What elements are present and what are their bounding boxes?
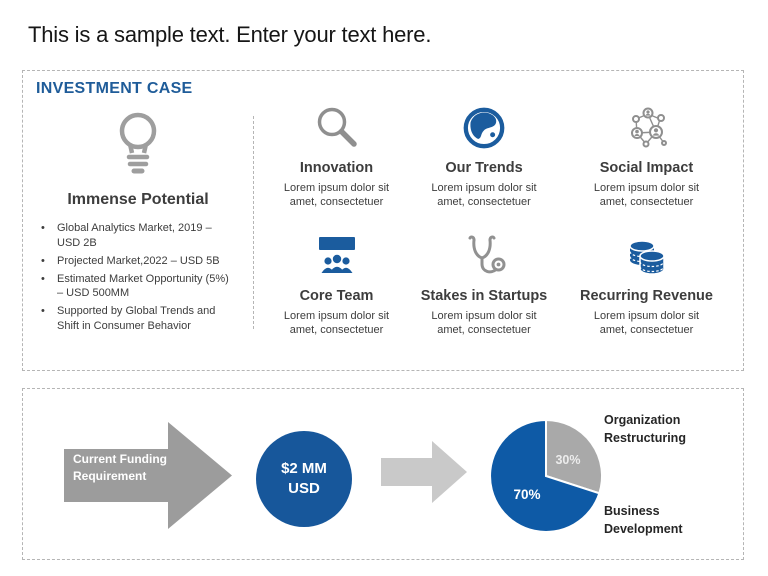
team-presentation-icon (259, 227, 414, 279)
feature-title: Stakes in Startups (420, 288, 548, 304)
bullet-item: • Global Analytics Market, 2019 – USD 2B (41, 221, 253, 251)
feature-title: Innovation (299, 160, 374, 176)
investment-case-heading: INVESTMENT CASE (36, 80, 193, 97)
pie-slice-organization-restructuring (545, 418, 604, 495)
pie-label-business-development: Business Development (604, 504, 683, 537)
bullet-text: Supported by Global Trends and Shift in … (57, 305, 216, 333)
pie-pct-blue: 70% (513, 487, 540, 502)
feature-body: Lorem ipsum dolor sit amet, consectetuer (431, 310, 537, 337)
feature-grid: Innovation Lorem ipsum dolor sit amet, c… (259, 95, 741, 351)
feature-cell-social-impact: Social Impact Lorem ipsum dolor sit amet… (554, 95, 739, 223)
pie-label-organization-restructuring: Organization Restructuring (604, 413, 686, 446)
funding-amount-line1: $2 MM (281, 459, 327, 477)
feature-title: Recurring Revenue (580, 288, 713, 304)
bullet-marker: • (41, 305, 45, 318)
globe-icon (414, 99, 554, 151)
immense-potential-column: Immense Potential • Global Analytics Mar… (23, 101, 253, 337)
coins-icon (554, 227, 739, 279)
feature-title: Core Team (299, 288, 374, 304)
bullet-item: • Projected Market,2022 – USD 5B (41, 254, 253, 269)
pie-slice-business-development (489, 418, 601, 533)
lightbulb-icon (23, 109, 253, 181)
immense-potential-title: Immense Potential (67, 191, 209, 208)
feature-body: Lorem ipsum dolor sit amet, consectetuer (431, 182, 537, 209)
network-icon (554, 99, 739, 151)
bullet-marker: • (41, 254, 45, 267)
feature-body: Lorem ipsum dolor sit amet, consectetuer (283, 310, 390, 337)
bullet-text: Estimated Market Opportunity (5%) – USD … (57, 272, 229, 300)
feature-cell-core-team: Core Team Lorem ipsum dolor sit amet, co… (259, 223, 414, 351)
magnifier-icon (259, 99, 414, 151)
slide-title: This is a sample text. Enter your text h… (28, 22, 432, 47)
feature-cell-innovation: Innovation Lorem ipsum dolor sit amet, c… (259, 95, 414, 223)
feature-title: Our Trends (445, 160, 523, 176)
funding-pie-chart: 30% 70% (489, 418, 604, 533)
feature-cell-our-trends: Our Trends Lorem ipsum dolor sit amet, c… (414, 95, 554, 223)
feature-cell-recurring-revenue: Recurring Revenue Lorem ipsum dolor sit … (554, 223, 739, 351)
funding-arrow (64, 422, 232, 529)
feature-body: Lorem ipsum dolor sit amet, consectetuer (593, 310, 700, 337)
funding-amount: $2 MM USD (281, 459, 327, 500)
investment-case-panel: INVESTMENT CASE Immense Potential • Glob… (22, 70, 744, 371)
bullet-text: Global Analytics Market, 2019 – USD 2B (57, 222, 212, 249)
funding-panel: Current Funding Requirement $2 MM USD 30… (22, 388, 744, 560)
stethoscope-icon (414, 227, 554, 279)
feature-title: Social Impact (599, 160, 694, 176)
bullet-text: Projected Market,2022 – USD 5B (57, 254, 220, 267)
bullet-item: • Supported by Global Trends and Shift i… (41, 304, 253, 334)
bullet-marker: • (41, 222, 45, 234)
column-divider (253, 116, 254, 329)
funding-amount-circle: $2 MM USD (256, 431, 352, 527)
feature-body: Lorem ipsum dolor sit amet, consectetuer (283, 182, 390, 209)
pie-pct-gray: 30% (555, 453, 580, 467)
bullet-item: • Estimated Market Opportunity (5%) – US… (41, 272, 253, 302)
bullet-list: • Global Analytics Market, 2019 – USD 2B… (41, 221, 253, 334)
feature-cell-stakes-in-startups: Stakes in Startups Lorem ipsum dolor sit… (414, 223, 554, 351)
right-arrow-icon (381, 441, 467, 503)
feature-body: Lorem ipsum dolor sit amet, consectetuer (593, 182, 700, 209)
funding-amount-line2: USD (288, 480, 320, 497)
bullet-marker: • (41, 272, 45, 285)
funding-arrow-label: Current Funding Requirement (73, 452, 167, 484)
